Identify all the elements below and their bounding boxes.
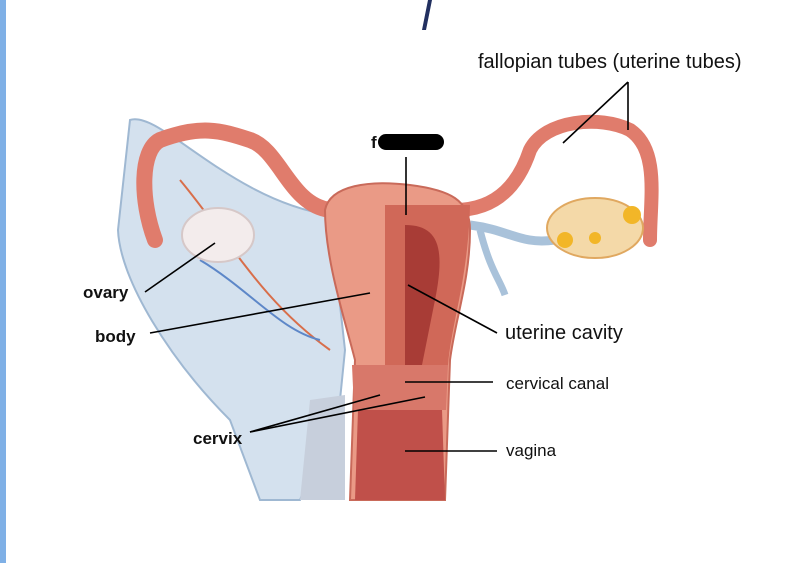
suspensory-ligament <box>476 229 509 297</box>
follicle <box>623 206 641 224</box>
vagina <box>355 410 445 500</box>
window-edge-strip <box>0 0 6 563</box>
label-fundus: f <box>371 133 377 152</box>
label-body: body <box>95 327 136 346</box>
follicle <box>557 232 573 248</box>
redaction-mark <box>378 134 444 150</box>
follicle <box>589 232 601 244</box>
title-fragment <box>422 0 432 30</box>
label-cervix: cervix <box>193 429 243 448</box>
cervix <box>352 365 448 410</box>
label-vagina: vagina <box>506 441 557 460</box>
label-uterine-cavity: uterine cavity <box>505 322 623 344</box>
ovary-left <box>181 207 255 263</box>
blood-vessel <box>199 259 321 341</box>
vagina-outer-left <box>300 395 345 500</box>
ovarian-ligament <box>469 220 556 246</box>
fallopian-tube-left <box>136 122 338 248</box>
blood-vessel <box>179 179 331 351</box>
label-fallopian-tubes: fallopian tubes (uterine tubes) <box>478 51 742 73</box>
label-cervical-canal: cervical canal <box>506 374 609 393</box>
leader-lines <box>144 81 629 452</box>
uterine-cavity <box>405 225 440 375</box>
label-ovary: ovary <box>83 283 129 302</box>
fallopian-tube-right <box>448 114 659 247</box>
